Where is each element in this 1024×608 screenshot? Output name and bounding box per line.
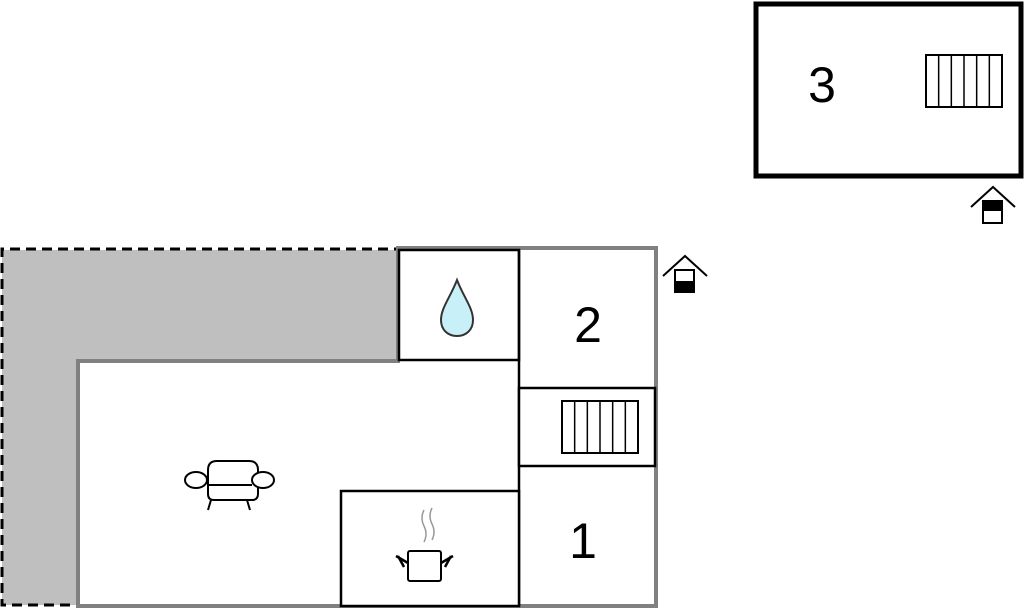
water-drop-icon (439, 277, 475, 338)
room-2-label: 2 (574, 297, 602, 353)
room-3-label: 3 (808, 57, 836, 113)
entrance-icon (662, 254, 708, 293)
stairs-icon (925, 54, 1003, 108)
room-1-label: 1 (569, 513, 597, 569)
kitchen (339, 489, 521, 608)
cooking-pot-icon (395, 507, 454, 582)
terrace-area (2, 250, 398, 605)
sofa-icon (184, 460, 275, 511)
terrace-dashed-border (0, 247, 420, 607)
stairs-icon (561, 400, 639, 454)
entrance-icon (970, 185, 1016, 224)
